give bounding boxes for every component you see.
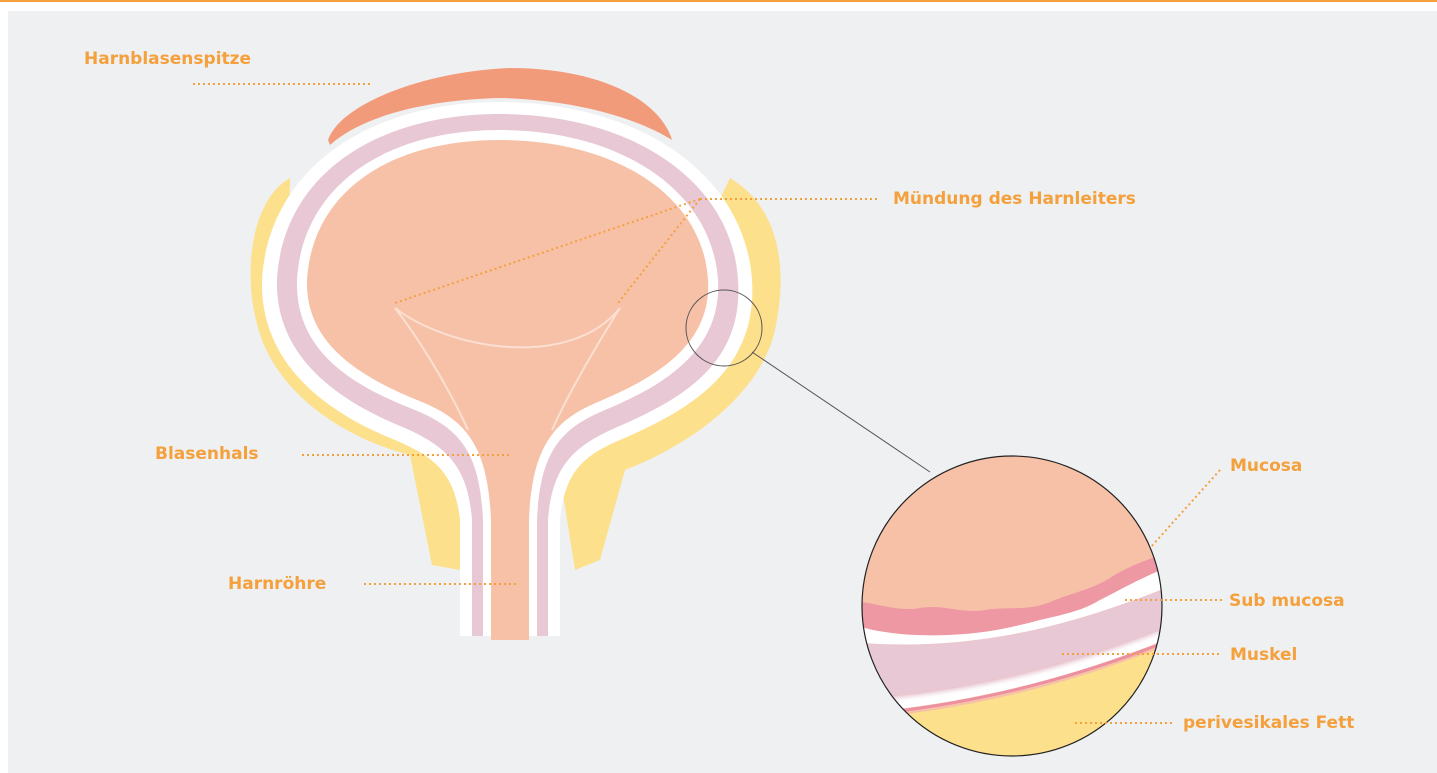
label-muendung-harnleiter: Mündung des Harnleiters (893, 189, 1136, 209)
label-blasenhals: Blasenhals (155, 444, 259, 464)
label-sub-mucosa: Sub mucosa (1229, 591, 1345, 611)
label-harnblasenspitze: Harnblasenspitze (84, 49, 251, 69)
label-perivesikales-fett: perivesikales Fett (1183, 713, 1354, 733)
label-muskel: Muskel (1230, 645, 1297, 665)
label-harnroehre: Harnröhre (228, 574, 326, 594)
label-mucosa: Mucosa (1230, 456, 1302, 476)
